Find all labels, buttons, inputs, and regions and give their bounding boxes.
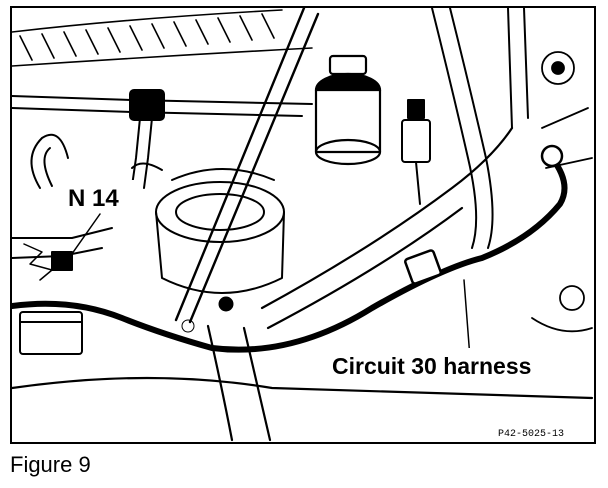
n14-label-bg	[64, 180, 136, 210]
harness-grommet	[540, 144, 564, 168]
engine-bay-drawing: N 14 Circuit 30 harness P42-5025-13	[12, 8, 594, 442]
figure-caption: Figure 9	[10, 452, 91, 477]
circuit-30-harness-label: Circuit 30 harness	[332, 353, 531, 379]
strut-foot-bolt	[181, 319, 195, 333]
upper-hose	[12, 89, 313, 189]
harness-leader-line	[463, 279, 471, 359]
diagonal-strut	[174, 8, 320, 324]
fluid-reservoir	[314, 54, 382, 166]
radiator-grille	[12, 9, 313, 67]
harness-label-bg	[328, 348, 594, 382]
body-panel	[12, 126, 594, 442]
mount-bolt	[218, 296, 234, 312]
harness-clip	[404, 249, 442, 285]
circuit-30-harness-cable	[12, 155, 568, 353]
vertical-hoses	[431, 8, 529, 249]
engine-bay-illustration: N 14 Circuit 30 harness P42-5025-13	[10, 6, 596, 444]
lower-left-components	[12, 227, 113, 355]
n14-label: N 14	[68, 185, 119, 212]
reference-code: P42-5025-13	[498, 429, 564, 440]
n14-leader-line	[61, 213, 101, 269]
strut-tower	[131, 162, 285, 294]
relay-connector	[401, 99, 431, 205]
right-components	[531, 51, 593, 333]
left-pipe	[30, 133, 69, 189]
